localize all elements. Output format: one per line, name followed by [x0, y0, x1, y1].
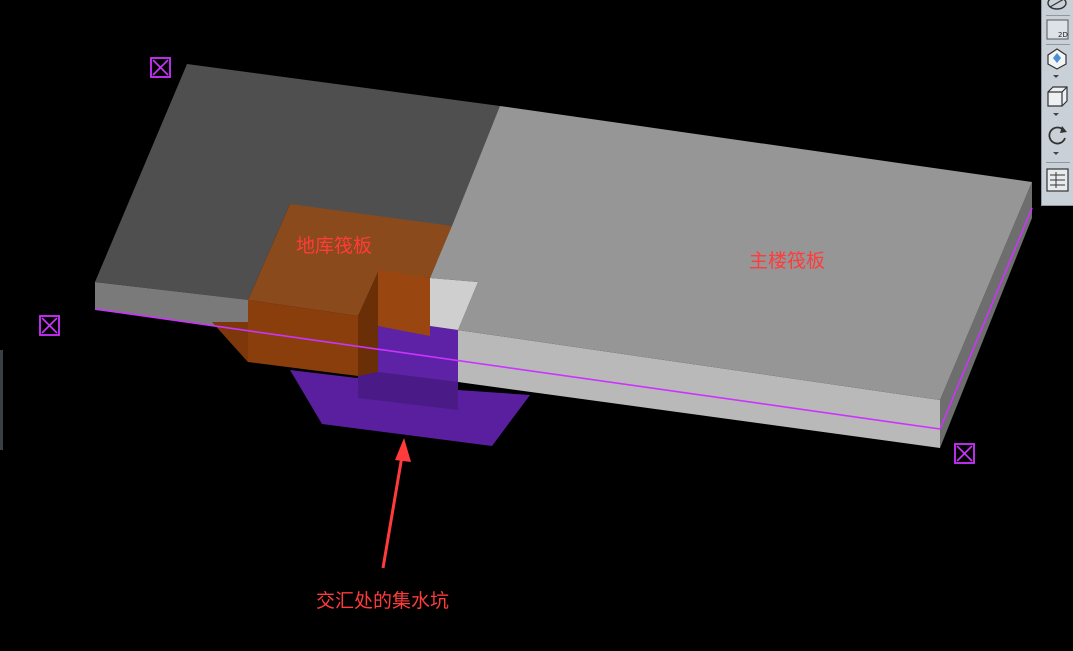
sump-pit-label: 交汇处的集水坑 — [316, 590, 450, 612]
view-2d-label: 2D — [1058, 31, 1068, 39]
view-toolbar: 2D — [1041, 0, 1073, 206]
axis-line-right — [939, 207, 1033, 430]
basement-raft-label: 地库筏板 — [296, 235, 373, 257]
left-panel-edge — [0, 350, 3, 450]
sump-orange-inner — [358, 272, 378, 376]
grid-marker-bottom-right[interactable] — [954, 443, 975, 464]
main-raft-top — [430, 106, 1032, 400]
main-raft-front-side — [458, 330, 940, 448]
grid-marker-top-left[interactable] — [150, 57, 171, 78]
main-raft-label: 主楼筏板 — [749, 250, 826, 272]
properties-icon[interactable] — [1045, 167, 1070, 192]
rotate-icon[interactable] — [1045, 123, 1070, 147]
view-3d-icon[interactable] — [1045, 47, 1070, 71]
main-raft-notch — [430, 278, 478, 330]
main-raft-right-side — [940, 182, 1032, 448]
orbit-icon[interactable] — [1045, 0, 1070, 16]
grid-marker-left[interactable] — [39, 315, 60, 336]
basement-raft-front-side — [95, 282, 250, 330]
view-2d-icon[interactable]: 2D — [1045, 18, 1070, 42]
axis-line — [94, 308, 941, 430]
box-view-icon[interactable] — [1045, 84, 1070, 108]
sump-pit-lower — [290, 370, 530, 446]
sump-orange-top — [248, 204, 452, 316]
sump-orange-left-slope — [212, 322, 248, 362]
sump-pit-wall — [378, 326, 458, 382]
annotation-arrow — [381, 438, 411, 569]
sump-orange-inner-wall — [378, 270, 430, 336]
